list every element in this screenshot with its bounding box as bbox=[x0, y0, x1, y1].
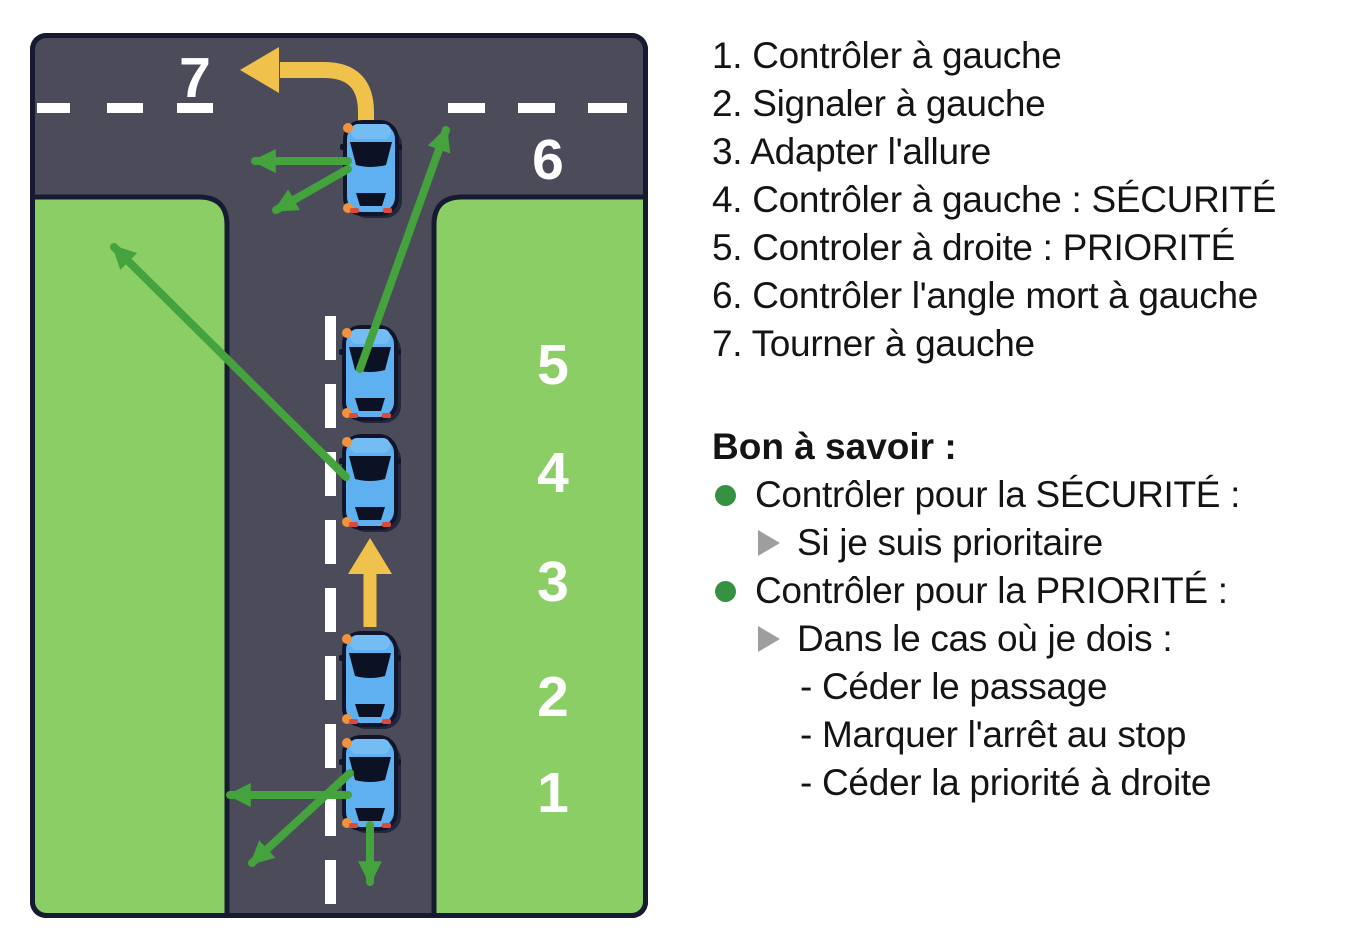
lane-number-7: 7 bbox=[179, 46, 211, 110]
tip-text: Si je suis prioritaire bbox=[797, 522, 1103, 563]
grass-left bbox=[30, 194, 230, 918]
step-item-6: 6. Contrôler l'angle mort à gauche bbox=[712, 275, 1259, 316]
intersection-diagram-svg: 7 6 5 4 3 2 1 bbox=[30, 33, 648, 918]
lane-number-1: 1 bbox=[537, 761, 569, 825]
green-bullet-icon bbox=[715, 580, 736, 602]
path-arrow-straight-icon bbox=[348, 538, 392, 627]
lane-number-4: 4 bbox=[537, 441, 569, 505]
tip-item-priority-sub: Dans le cas où je dois : bbox=[712, 615, 1346, 663]
tip-text: - Marquer l'arrêt au stop bbox=[800, 714, 1187, 755]
step-item-7: 7. Tourner à gauche bbox=[712, 323, 1035, 364]
gaze-arrow-mirror-step1 bbox=[248, 769, 354, 867]
tip-text: Dans le cas où je dois : bbox=[797, 618, 1173, 659]
turn-left-arrow-icon bbox=[240, 47, 374, 129]
lane-number-5: 5 bbox=[537, 333, 569, 397]
gaze-arrow-right-step5 bbox=[356, 126, 451, 373]
lane-number-2: 2 bbox=[537, 665, 569, 729]
car-step-1 bbox=[337, 735, 403, 835]
step-item-3: 3. Adapter l'allure bbox=[712, 131, 992, 172]
tip-item-priorite-droite: - Céder la priorité à droite bbox=[712, 759, 1346, 807]
tip-item-security-sub: Si je suis prioritaire bbox=[712, 519, 1346, 567]
tip-text: Contrôler pour la PRIORITÉ : bbox=[755, 570, 1228, 611]
tips-title: Bon à savoir : bbox=[712, 426, 957, 467]
lane-number-6: 6 bbox=[532, 128, 564, 192]
triangle-bullet-icon bbox=[758, 626, 780, 652]
step-item-5: 5. Controler à droite : PRIORITÉ bbox=[712, 227, 1235, 268]
car-step-4 bbox=[337, 434, 403, 534]
step-item-1: 1. Contrôler à gauche bbox=[712, 35, 1062, 76]
step-item-4: 4. Contrôler à gauche : SÉCURITÉ bbox=[712, 179, 1277, 220]
top-road-dashed-line bbox=[37, 103, 627, 113]
lane-number-3: 3 bbox=[537, 550, 569, 614]
tip-item-arret-stop: - Marquer l'arrêt au stop bbox=[712, 711, 1346, 759]
intersection-diagram: 7 6 5 4 3 2 1 bbox=[30, 33, 648, 918]
diagram-border bbox=[30, 33, 648, 918]
tip-text: - Céder la priorité à droite bbox=[800, 762, 1212, 803]
green-bullet-icon bbox=[715, 484, 736, 506]
step-item-2: 2. Signaler à gauche bbox=[712, 83, 1046, 124]
vertical-road-dashed-line bbox=[325, 316, 336, 904]
tip-text: - Céder le passage bbox=[800, 666, 1108, 707]
tip-item-priority: Contrôler pour la PRIORITÉ : bbox=[712, 567, 1346, 615]
tip-item-security: Contrôler pour la SÉCURITÉ : bbox=[712, 471, 1346, 519]
gaze-arrow-left-step4 bbox=[110, 243, 350, 481]
triangle-bullet-icon bbox=[758, 530, 780, 556]
gaze-arrow-blindspot-step6 bbox=[272, 165, 352, 214]
car-step-2 bbox=[337, 631, 403, 731]
tip-item-ceder-passage: - Céder le passage bbox=[712, 663, 1346, 711]
tip-text: Contrôler pour la SÉCURITÉ : bbox=[755, 474, 1241, 515]
instructions-panel: 1. Contrôler à gauche 2. Signaler à gauc… bbox=[712, 32, 1346, 807]
